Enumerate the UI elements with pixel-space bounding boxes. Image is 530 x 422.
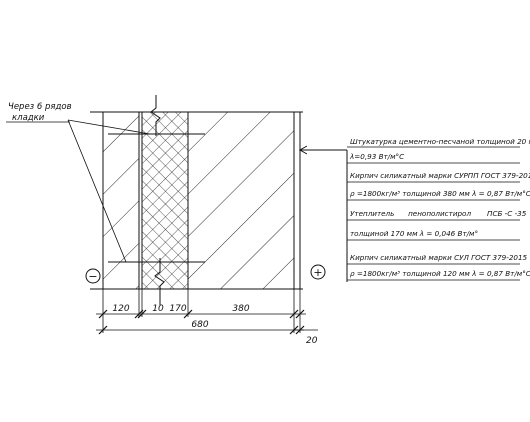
tick-plaster [295,325,305,335]
inside-marker-label: − [88,270,97,283]
tick-6 [295,309,305,319]
tick-2 [134,309,144,319]
tick-4 [183,309,193,319]
insulation-layer [141,111,189,290]
outside-marker-label: + [313,266,322,279]
plaster-title: Штукатурка цементно-песчаной толщиной 20… [350,137,530,146]
insulation-props: толщиной 170 мм λ = 0,046 Вт/м° [350,229,478,238]
dim-plaster: 20 [306,336,318,346]
leader-to-top-tie [67,119,151,135]
outside-marker [310,264,326,280]
dim-insulation: 170 [169,304,186,314]
dim-gap: 10 [152,304,164,314]
spec-leader-arrow [298,145,308,155]
annotation-line-2: кладки [12,113,45,123]
dim-inner-brick: 120 [112,304,129,314]
inner-brick-title: Кирпич силикатный марки СУЛ ГОСТ 379-201… [350,253,528,262]
tick-5 [289,309,299,319]
tick-total-left [98,325,108,335]
tick-3 [137,309,147,319]
break-mark-top [150,95,161,136]
plaster-props: λ=0,93 Вт/м°С [349,152,404,161]
outer-brick-props: ρ =1800кг/м³ толщиной 380 мм λ = 0,87 Вт… [350,189,530,198]
break-mark-bottom [154,258,165,305]
annotation-line-1: Через 6 рядов [8,102,72,112]
tick-1 [98,309,108,319]
dim-outer-brick: 380 [232,304,249,314]
dim-total: 680 [191,320,208,330]
leader-to-bottom-tie [67,119,127,263]
inside-marker [85,268,101,284]
insulation-title: Утеплитель пенополистирол ПСБ -С -35 [350,209,527,218]
inner-brick-props: ρ =1800кг/м³ толщиной 120 мм λ = 0,87 Вт… [350,269,530,278]
outer-brick-title: Кирпич силикатный марки СУРПП ГОСТ 379-2… [350,171,530,180]
plaster-layer [293,111,301,290]
inner-brick-layer [102,111,140,290]
